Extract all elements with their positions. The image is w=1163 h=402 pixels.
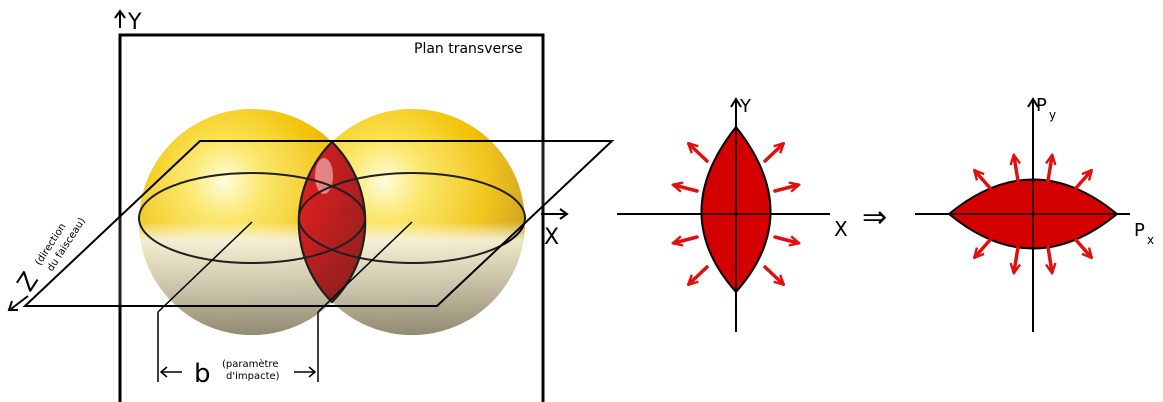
transverse-plane-frame	[118, 33, 545, 402]
red-arrow-icon	[1014, 245, 1018, 272]
red-arrow-icon	[975, 238, 992, 257]
red-arrow-icon	[1074, 171, 1091, 190]
momentum-flow-arrows	[975, 156, 1091, 272]
spatial-pressure-arrows	[674, 144, 798, 284]
y-axis-arrow-icon	[114, 9, 126, 28]
red-arrow-icon	[1048, 245, 1052, 272]
py-axis-label: P	[1036, 95, 1047, 116]
right-beam-line	[317, 221, 413, 313]
middle-y-arrow-icon	[730, 97, 742, 108]
px-axis-subscript: x	[1147, 233, 1154, 247]
red-arrow-icon	[975, 171, 992, 190]
py-axis-subscript: y	[1049, 108, 1056, 122]
left-x-axis-arrow-icon	[541, 208, 569, 220]
red-arrow-icon	[1014, 156, 1018, 183]
left-panel: Plan transverse Y	[7, 9, 615, 402]
left-y-axis-label: Y	[127, 10, 142, 35]
reaction-plane	[22, 140, 615, 307]
red-arrow-icon	[674, 235, 699, 243]
implies-arrow-icon: ⇒	[862, 200, 887, 235]
red-arrow-icon	[773, 235, 798, 243]
red-arrow-icon	[773, 185, 798, 193]
z-axis-arrow-icon	[7, 295, 29, 311]
impact-parameter-note-1: (paramètre	[222, 358, 278, 370]
impact-arrow-right-icon	[294, 366, 317, 378]
right-panel: P y P x	[915, 95, 1154, 332]
px-axis-label: P	[1134, 220, 1145, 241]
transverse-plane-label: Plan transverse	[414, 41, 523, 57]
red-arrow-icon	[674, 185, 699, 193]
middle-panel: Y X	[617, 96, 848, 332]
red-arrow-icon	[1048, 156, 1052, 183]
middle-x-axis-label: X	[834, 217, 848, 241]
left-beam-line	[157, 221, 253, 313]
red-arrow-icon	[689, 144, 709, 163]
middle-y-axis-label: Y	[739, 96, 752, 117]
impact-parameter-note-2: d'impacte)	[226, 371, 280, 382]
left-x-axis-label: X	[544, 225, 559, 250]
red-arrow-icon	[763, 144, 783, 163]
impact-parameter-symbol: b	[194, 359, 211, 389]
red-arrow-icon	[763, 265, 783, 284]
impact-arrow-left-icon	[159, 366, 182, 378]
red-arrow-icon	[689, 265, 709, 284]
right-py-arrow-icon	[1027, 97, 1039, 108]
red-arrow-icon	[1074, 238, 1091, 257]
overlap-outline	[297, 140, 367, 304]
